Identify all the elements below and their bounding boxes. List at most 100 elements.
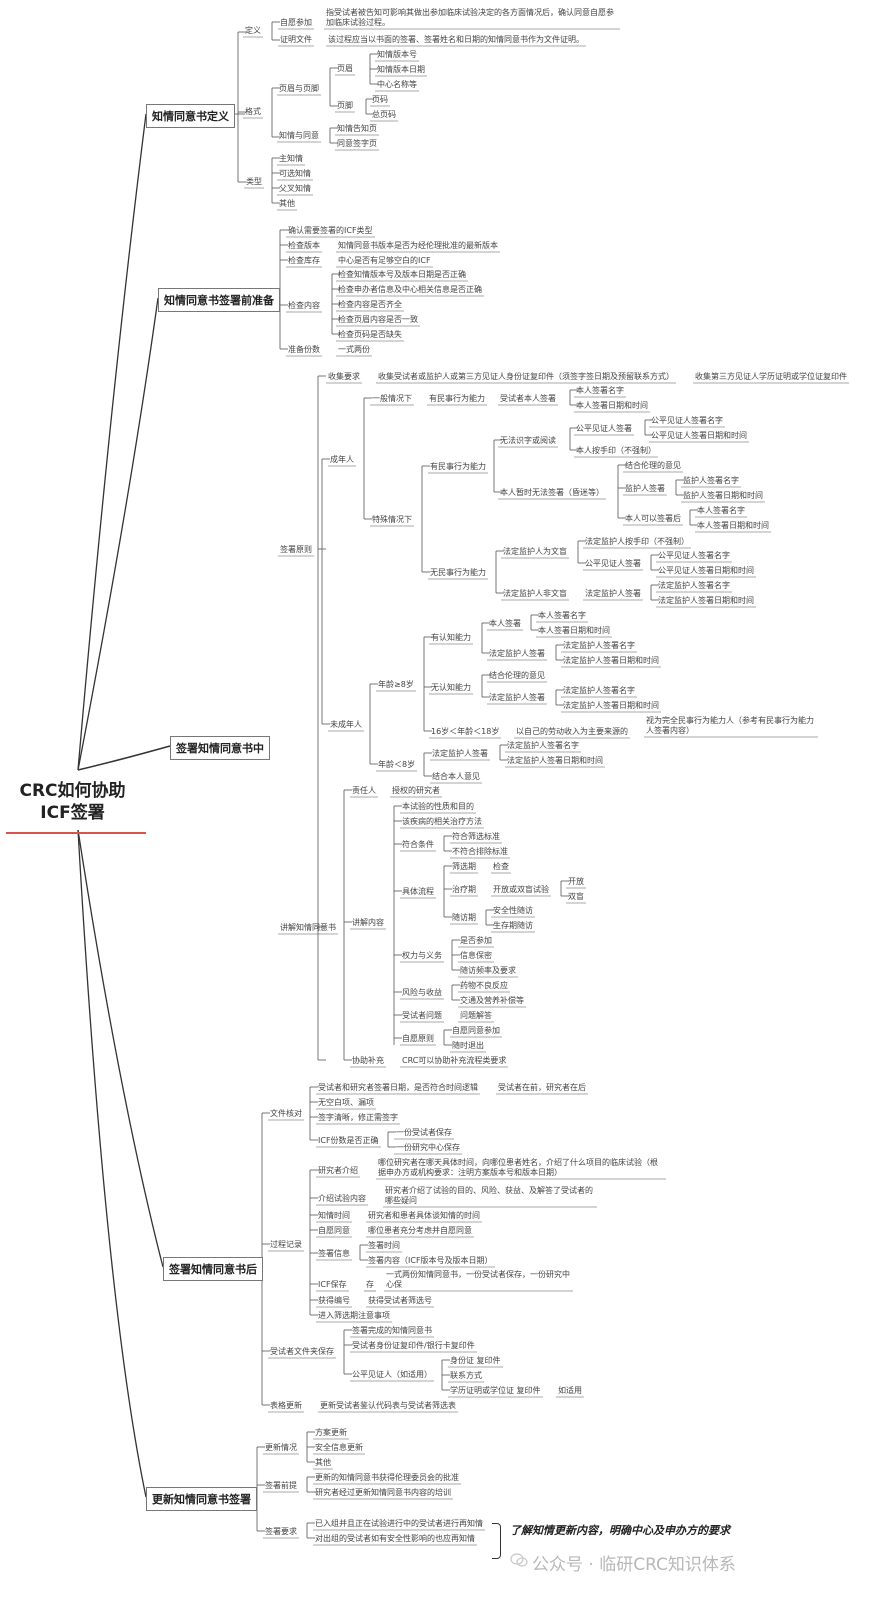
node-p3: 检查库存 — [288, 256, 320, 265]
node-fu2: 生存期随访 — [493, 921, 533, 930]
node-t2: 可选知情 — [279, 169, 311, 178]
node-b2: 研究者经过更新知情同意书内容的培训 — [315, 1488, 451, 1497]
node-d1: 受试者和研究者签署日期，是否符合时间逻辑 — [318, 1083, 478, 1092]
node-definition: 定义 — [245, 26, 261, 35]
node-researcher-intro: 研究者介绍 — [318, 1166, 358, 1175]
node-c1: 检查知情版本号及版本日期是否正确 — [338, 270, 466, 279]
node-rights: 权力与义务 — [402, 951, 442, 960]
node-as2: 本人签署日期和时间 — [697, 521, 769, 530]
node-d4b: 一份研究中心保存 — [396, 1143, 460, 1152]
node-p5: 准备份数 — [288, 345, 320, 354]
node-responsible: 责任人 — [352, 786, 376, 795]
node-ss3: 本人签署名字 — [538, 611, 586, 620]
node-fu-text: 更新受试者鉴认代码表与受试者筛选表 — [320, 1401, 456, 1410]
node-w3b: 如适用 — [558, 1386, 582, 1395]
node-lg5: 法定监护人签署名字 — [563, 686, 635, 695]
node-header: 页眉 — [337, 64, 353, 73]
node-treatment: 治疗期 — [452, 885, 476, 894]
node-blind: 双盲 — [568, 892, 584, 901]
node-f1: 页码 — [372, 95, 388, 104]
node-sn-text: 获得受试者筛选号 — [368, 1296, 432, 1305]
node-u3: 其他 — [315, 1458, 331, 1467]
node-authorized: 授权的研究者 — [392, 786, 440, 795]
node-sign-info: 签署信息 — [318, 1249, 350, 1258]
node-open: 开放 — [568, 877, 584, 886]
callout-note: 了解知情更新内容，明确中心及申办方的要求 — [510, 1524, 730, 1537]
node-rk2: 交通及营养补偿等 — [460, 996, 524, 1005]
node-lg-thumb: 法定监护人按手印（不强制） — [585, 537, 689, 546]
node-full-capacity: 视为完全民事行为能力人（参考有民事行为能力人签署内容） — [646, 716, 814, 735]
node-c5: 检查页码是否缺失 — [338, 330, 402, 339]
node-self-income: 以自己的劳动收入为主要来源的 — [516, 727, 628, 736]
node-v2: 随时退出 — [452, 1041, 484, 1050]
node-save: 存 — [366, 1280, 374, 1289]
node-rk1: 药物不良反应 — [460, 981, 508, 990]
node-self-sign2: 本人签署 — [489, 619, 521, 628]
node-icf-save: ICF保存 — [318, 1280, 347, 1289]
node-p3-text: 中心是否有足够空白的ICF — [338, 256, 431, 265]
node-c4: 检查页眉内容是否一致 — [338, 315, 418, 324]
node-ri-text: 哪位研究者在哪天具体时间，向哪位患者姓名，介绍了什么项目的临床试验（根据申办方或… — [378, 1158, 658, 1177]
node-principle: 签署原则 — [280, 545, 312, 554]
main-branch — [77, 113, 147, 771]
node-has-capacity: 有民事行为能力 — [429, 394, 485, 403]
node-d4a: 一份受试者保存 — [396, 1128, 452, 1137]
node-v1: 自愿同意参加 — [452, 1026, 500, 1035]
node-collect: 收集要求 — [328, 372, 360, 381]
node-literate-guardian: 法定监护人非文盲 — [503, 589, 567, 598]
node-format: 格式 — [245, 107, 261, 116]
node-eligibility: 符合条件 — [402, 840, 434, 849]
node-rq1: 已入组并且正在试验进行中的受试者进行再知情 — [315, 1519, 483, 1528]
node-thumb: 本人按手印（不强制） — [576, 446, 656, 455]
node-as1: 本人签署名字 — [697, 506, 745, 515]
node-h2: 知情版本日期 — [377, 65, 425, 74]
node-guardian-sign: 监护人签署 — [625, 484, 665, 493]
main-branch — [77, 745, 171, 771]
node-cp2: 同意签字页 — [337, 139, 377, 148]
root-title-line1: CRC如何协助 — [19, 781, 126, 801]
node-explain: 讲解知情同意书 — [280, 923, 336, 932]
node-sf1: 签署完成的知情同意书 — [352, 1326, 432, 1335]
node-special: 特殊情况下 — [372, 515, 412, 524]
section-update-sign: 更新知情同意书签署 — [146, 1487, 257, 1511]
node-voluntary: 自愿原则 — [402, 1034, 434, 1043]
node-procedure: 具体流程 — [402, 887, 434, 896]
node-answer: 问题解答 — [460, 1011, 492, 1020]
node-trial-content: 介绍试验内容 — [318, 1194, 366, 1203]
node-form-update: 表格更新 — [270, 1401, 302, 1410]
node-has-cog: 有认知能力 — [431, 633, 471, 642]
node-collect-text2: 收集第三方见证人学历证明或学位证复印件 — [695, 372, 847, 381]
node-w2: 联系方式 — [450, 1371, 482, 1380]
node-subject-folder: 受试者文件夹保存 — [270, 1347, 334, 1356]
node-followup: 随访期 — [452, 913, 476, 922]
node-ws2: 公平见证人签署日期和时间 — [651, 431, 747, 440]
node-c3: 检查内容是否齐全 — [338, 300, 402, 309]
node-tc-text: 研究者介绍了试验的目的、风险、获益、及解答了受试者的哪些疑问 — [385, 1186, 593, 1205]
node-rq2: 对出组的受试者如有安全性影响的也应再知情 — [315, 1534, 475, 1543]
node-p2: 检查版本 — [288, 241, 320, 250]
main-branch — [77, 297, 159, 771]
node-lg-sign3: 法定监护人签署 — [489, 693, 545, 702]
node-assist: 协助补充 — [352, 1056, 384, 1065]
node-ws3: 公平见证人签署名字 — [658, 551, 730, 560]
node-footer: 页脚 — [337, 101, 353, 110]
node-lg-sign: 法定监护人签署 — [585, 589, 641, 598]
node-has-capacity2: 有民事行为能力 — [430, 462, 486, 471]
node-d2: 无空白项、漏项 — [318, 1098, 374, 1107]
main-branch — [77, 829, 164, 1268]
node-d4: ICF份数是否正确 — [318, 1136, 379, 1145]
node-explain-content: 讲解内容 — [352, 918, 384, 927]
node-witness: 公平见证人（如适用） — [352, 1370, 432, 1379]
node-cp1: 知情告知页 — [337, 124, 377, 133]
node-t3: 父叉知情 — [279, 184, 311, 193]
node-lg3: 法定监护人签署名字 — [563, 641, 635, 650]
node-combine-self: 结合本人意见 — [432, 772, 480, 781]
node-header-footer: 页眉与页脚 — [279, 84, 319, 93]
node-lg7: 法定监护人签署名字 — [507, 741, 579, 750]
node-gs2: 监护人签署日期和时间 — [683, 491, 763, 500]
wechat-icon — [510, 1553, 528, 1567]
root-topic: CRC如何协助 ICF签署 — [10, 780, 135, 824]
node-witness-sign: 公平见证人签署 — [576, 424, 632, 433]
node-ss4: 本人签署日期和时间 — [538, 626, 610, 635]
node-r3: 随访频率及要求 — [460, 966, 516, 975]
